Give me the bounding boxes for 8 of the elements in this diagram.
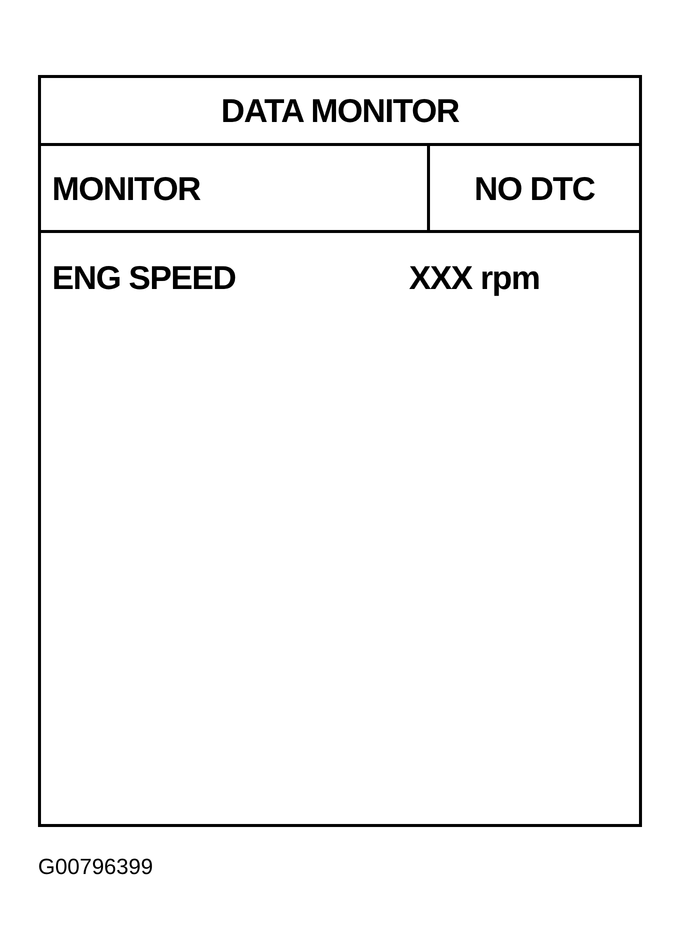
cell-text: MONITOR — [52, 172, 200, 204]
screen-frame — [38, 75, 642, 827]
title-text: DATA MONITOR — [221, 94, 459, 127]
cell-text: NO DTC — [474, 172, 595, 204]
figure-number: G00796399 — [38, 853, 153, 881]
table-cell — [41, 146, 430, 233]
parameter-name: ENG SPEED — [52, 261, 236, 294]
parameter-value: XXX rpm — [409, 261, 540, 294]
